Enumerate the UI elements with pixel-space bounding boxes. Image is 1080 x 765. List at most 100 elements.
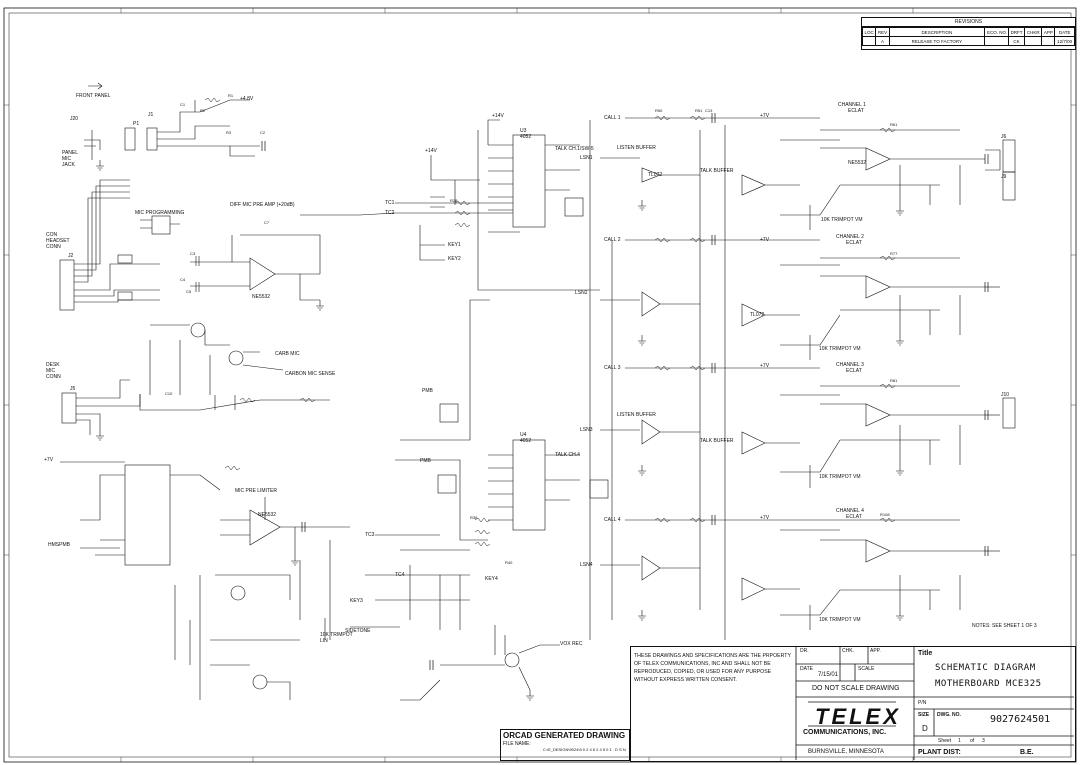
component-ref: R2	[200, 108, 206, 113]
key4-label: KEY4	[485, 576, 498, 582]
capacitor-symbols	[261, 113, 989, 670]
orcad-file-name: C:\E_DESIGN\9024\9 0 2 4 6 2 4 5 0 1 . D…	[543, 747, 626, 752]
component-ref: C5	[186, 289, 192, 294]
component-ref: C4	[180, 277, 186, 282]
trimpot-label-4: 10K TRIMPOT VM	[819, 617, 861, 623]
tb-size-label: SIZE	[918, 712, 930, 718]
orcad-title: ORCAD GENERATED DRAWING	[503, 731, 626, 740]
listen-buffer-label-1: LISTEN BUFFER	[617, 145, 656, 151]
revisions-header-rev: REV	[875, 27, 890, 37]
revisions-cell: RELEASE TO FACTORY	[888, 36, 986, 46]
trimpot-label-3: 10K TRIMPOT VM	[819, 474, 861, 480]
ne5532-label-u1a: NE5532	[258, 512, 277, 518]
plus-4v-label: +4.8V	[240, 96, 254, 102]
tl072-label-ch1: TL072	[648, 172, 663, 178]
component-ref: R51	[695, 108, 703, 113]
key1-label: KEY1	[448, 242, 461, 248]
drawing-title-line1: SCHEMATIC DIAGRAM	[935, 663, 1036, 673]
tb-app-label: APP.	[870, 648, 881, 654]
j20-label: J20	[70, 116, 79, 122]
lsn1-label: LSN1	[580, 155, 593, 161]
u4-label: U4 4052	[520, 432, 532, 444]
tb-chk-label: CHK.	[842, 648, 854, 654]
revisions-cell	[1024, 36, 1043, 46]
tb-size-value: D	[922, 724, 928, 733]
vox-rec-label: VOX REC	[560, 641, 583, 647]
trimpot-label-1: 10K TRIMPOT VM	[821, 217, 863, 223]
component-ref: C3	[190, 251, 196, 256]
tc1-label: TC1	[385, 200, 395, 206]
talk-ch4-label: TALK CH.4	[555, 452, 580, 458]
ne5532-label-ch1: NE5532	[848, 160, 867, 166]
ecl-label-4: ECLAT	[846, 514, 862, 520]
j2-label: J2	[68, 253, 74, 259]
tb-dr-label: DR.	[800, 648, 809, 654]
drawing-number: 9027624501	[990, 714, 1051, 725]
channel3-label: CHANNEL 3	[836, 362, 864, 368]
tb-sheet-label: Sheet	[938, 738, 952, 744]
revisions-header-loc: LOC	[861, 27, 877, 37]
trimpot-label-2: 10K TRIMPOT VM	[819, 346, 861, 352]
orcad-box: ORCAD GENERATED DRAWING FILE NAME:	[500, 729, 630, 761]
hmspmb-label: HMSPMB	[48, 542, 70, 548]
call1-label: CALL 1	[604, 115, 621, 121]
j6-label: J6	[1001, 134, 1007, 140]
lsn2-label: LSN2	[575, 290, 588, 296]
ground-symbols	[96, 160, 904, 701]
tc3-label: TC3	[365, 532, 375, 538]
component-ref: C1	[180, 102, 186, 107]
mic-limiter-label: MIC PRE LIMITER	[235, 488, 277, 494]
tb-of-value: 3	[982, 738, 985, 744]
tb-date-label: DATE	[800, 666, 813, 672]
tb-sheet-value: 1	[958, 738, 961, 744]
diff-mic-label: DIFF MIC PRE AMP (+20dB)	[230, 202, 295, 208]
title-block-lines	[795, 646, 1074, 760]
component-ref: C7	[264, 220, 270, 225]
orcad-file-label-text: FILE NAME:	[503, 741, 531, 747]
revisions-header-app: APP	[1041, 27, 1056, 37]
call4-label: CALL 4	[604, 517, 621, 523]
talk-buffer-label-1: TALK BUFFER	[700, 168, 734, 174]
trimpot-lin-label: 10K TRIMPOT LIN	[320, 632, 353, 644]
revisions-cell: A	[875, 36, 890, 46]
desk-mic-conn-label: DESK MIC CONN	[46, 362, 61, 380]
component-ref: R40	[505, 560, 513, 565]
wiring-channels	[589, 117, 1016, 640]
border-frame	[3, 7, 1077, 763]
tb-plant-value: B.E.	[1020, 749, 1034, 756]
revisions-header-drft: DRFT	[1007, 27, 1026, 37]
component-ref: R1	[228, 93, 234, 98]
pmb-label-2: PMB	[420, 458, 431, 464]
wiring-left	[59, 82, 350, 700]
component-ref: R28	[450, 198, 458, 203]
tl072-label-ch2: TL072	[750, 312, 765, 318]
tb-pn-label: P/N	[918, 700, 927, 706]
panel-mic-jack-label: PANEL MIC JACK	[62, 150, 79, 168]
tc4-label: TC4	[395, 572, 405, 578]
orcad-file-label: FILE NAME:	[503, 741, 629, 747]
component-ref: C10	[165, 391, 173, 396]
component-ref: C13	[705, 108, 713, 113]
component-ref: R77	[890, 251, 898, 256]
revisions-header-date: DATE	[1054, 27, 1075, 37]
carbon-sense-label: CARBON MIC SENSE	[285, 371, 336, 377]
revisions-cell: 12/7/00	[1054, 36, 1075, 46]
component-ref: R36	[470, 515, 478, 520]
component-ref: R3	[226, 130, 232, 135]
tc2-label: TC2	[385, 210, 395, 216]
key2-label: KEY2	[448, 256, 461, 262]
pmb-label: PMB	[422, 388, 433, 394]
ecl-label-2: ECLAT	[846, 240, 862, 246]
revisions-header-eco: ECO. NO	[984, 27, 1009, 37]
tb-scale-label: SCALE	[858, 666, 875, 672]
revisions-title: REVISIONS	[862, 18, 1075, 27]
company-logo: TELEX	[815, 704, 901, 729]
call2-label: CALL 2	[604, 237, 621, 243]
channel1-label: CHANNEL 1	[838, 102, 866, 108]
lsn4-label: LSN4	[580, 562, 593, 568]
plus7-label-4: +7V	[760, 515, 770, 521]
tb-title-label: Title	[918, 650, 933, 657]
carb-mic-label: CARB MIC	[275, 351, 300, 357]
j5-label: J5	[70, 386, 76, 392]
plus7-label-3: +7V	[760, 363, 770, 369]
